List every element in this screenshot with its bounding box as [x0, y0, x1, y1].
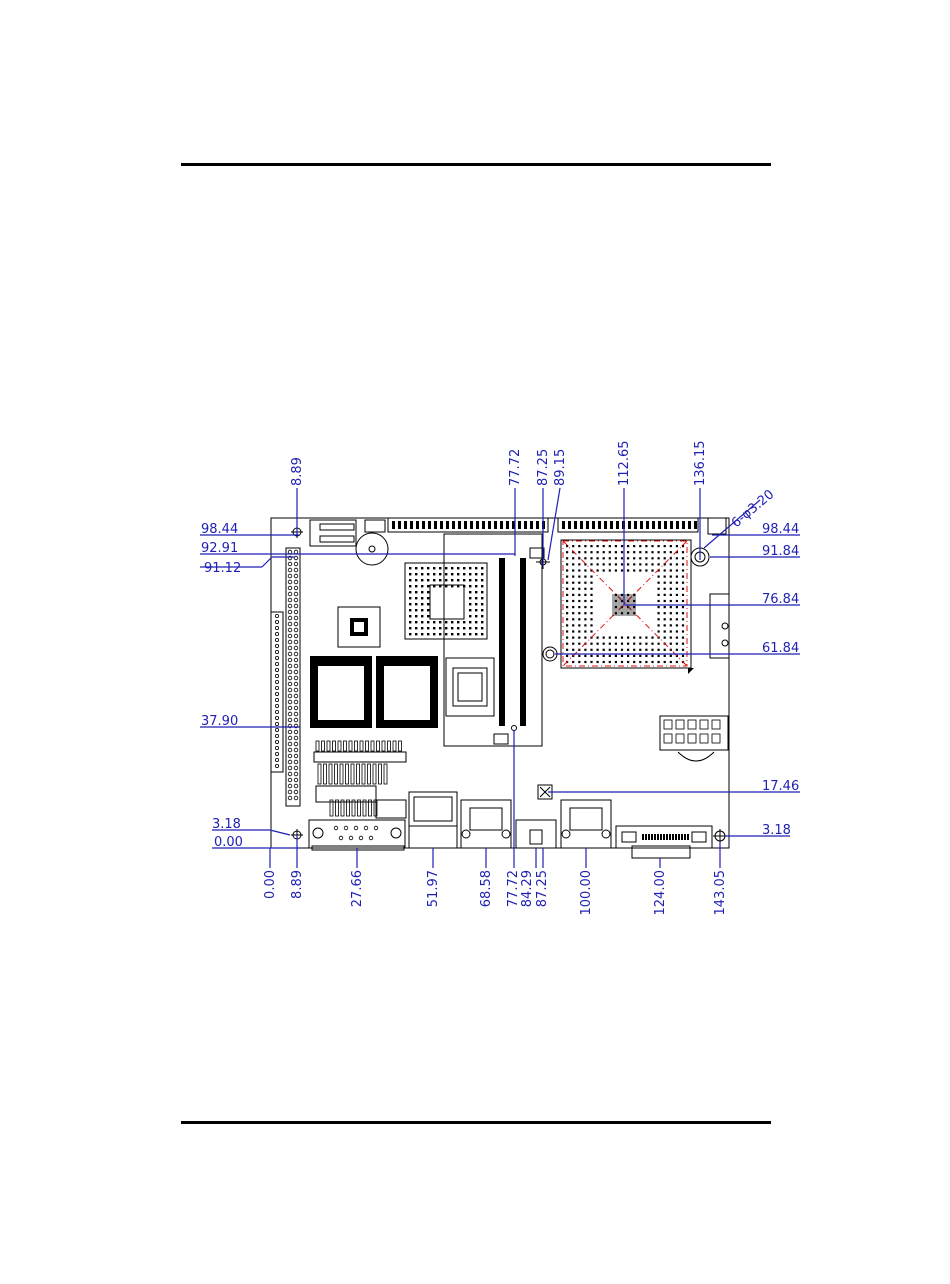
dim-right-61-84: 61.84	[762, 641, 799, 656]
top-pin-header-right	[558, 518, 698, 532]
dim-bottom-51-97: 51.97	[426, 870, 441, 907]
mounting-hole-bottom-right	[713, 829, 727, 843]
dim-right-3-18: 3.18	[762, 823, 791, 838]
dim-left-91-12: 91.12	[204, 561, 241, 576]
dim-left-37-90: 37.90	[201, 714, 238, 729]
lan-connector-left	[461, 800, 511, 848]
dim-right-98-44: 98.44	[762, 522, 799, 537]
dim-left-92-91: 92.91	[201, 541, 238, 556]
dim-left-98-44: 98.44	[201, 522, 238, 537]
mounting-hole-center	[543, 647, 557, 661]
battery-holder	[356, 533, 388, 565]
bga-chip-north	[405, 563, 487, 639]
dim-bottom-124-00: 124.00	[653, 870, 668, 916]
dim-bottom-68-58: 68.58	[479, 870, 494, 907]
dim-right-17-46: 17.46	[762, 779, 799, 794]
dim-bottom-0-00: 0.00	[263, 870, 278, 899]
dim-top-8-89: 8.89	[290, 457, 305, 486]
audio-connector	[516, 820, 556, 848]
qfp-chip	[446, 658, 494, 716]
dim-left-0-00: 0.00	[214, 835, 243, 850]
dim-right-91-84: 91.84	[762, 544, 799, 559]
left-pin-header	[271, 548, 300, 806]
dim-top-77-72: 77.72	[508, 449, 523, 486]
dim-left-3-18: 3.18	[212, 817, 241, 832]
dim-top-89-15: 89.15	[553, 449, 568, 486]
dim-top-136-15: 136.15	[693, 441, 708, 487]
lower-left-chip-cluster	[314, 741, 406, 818]
memory-chip-left	[310, 656, 372, 728]
usb-connector	[409, 792, 457, 848]
com-port-connector	[309, 820, 405, 850]
dim-top-112-65: 112.65	[617, 441, 632, 487]
dim-bottom-77-72: 77.72	[506, 870, 521, 907]
dim-bottom-143-05: 143.05	[713, 870, 728, 916]
dim-bottom-100-00: 100.00	[579, 870, 594, 916]
vga-connector	[616, 826, 712, 858]
lan-connector-right	[561, 800, 611, 848]
power-connector	[660, 716, 728, 761]
dim-top-87-25: 87.25	[536, 449, 551, 486]
dim-bottom-87-25: 87.25	[535, 870, 550, 907]
dim-right-76-84: 76.84	[762, 592, 799, 607]
dim-bottom-84-29: 84.29	[520, 870, 535, 907]
dim-bottom-27-66: 27.66	[350, 870, 365, 907]
memory-chip-right	[376, 656, 438, 728]
right-edge-connector	[710, 594, 729, 658]
top-pin-header-left	[388, 518, 548, 532]
dim-bottom-8-89: 8.89	[290, 870, 305, 899]
small-chip	[338, 607, 380, 647]
